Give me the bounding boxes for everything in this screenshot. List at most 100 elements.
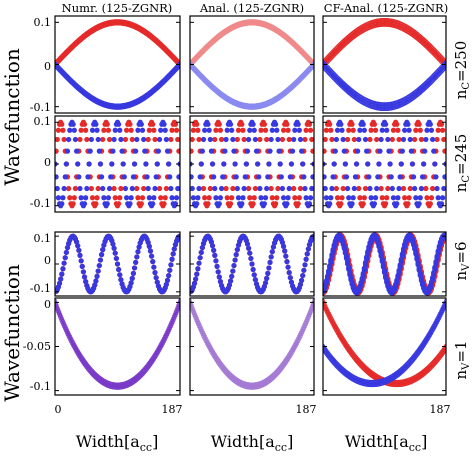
data-point-r3c1-s2	[168, 262, 174, 268]
data-point-r2c1-s2	[133, 148, 139, 154]
data-point-r2c2-s2	[212, 185, 218, 192]
data-point-r2c3-s2	[390, 195, 397, 201]
data-point-r2c1-s2	[62, 174, 68, 180]
data-point-r3c2-s2	[194, 271, 200, 277]
data-point-r2c2-s2	[289, 148, 296, 154]
data-point-r2c1-s1	[169, 127, 175, 133]
data-point-r2c3-s2	[378, 136, 384, 143]
data-point-r2c1-s2	[175, 185, 180, 192]
data-point-r3c2-s2	[300, 272, 306, 279]
data-point-r2c2-s1	[303, 127, 309, 133]
data-point-r2c2-s1	[190, 148, 194, 154]
data-point-r2c3-s1	[423, 185, 429, 192]
data-point-r2c3-s1	[372, 127, 379, 133]
data-point-r2c3-s2	[371, 201, 378, 207]
data-point-r3c3-s2	[398, 256, 404, 262]
data-point-r2c1-s1	[60, 127, 66, 133]
data-point-r2c2-s1	[269, 195, 275, 201]
data-point-r2c3-s2	[323, 174, 327, 180]
data-point-r1c3-s2	[323, 60, 325, 64]
column-title-1: Numr. (125-ZGNR)	[62, 1, 173, 15]
data-point-r2c1-s1	[156, 185, 163, 192]
data-point-r2c2-s2	[243, 161, 249, 167]
data-point-r3c3-s2	[400, 246, 407, 252]
data-point-r2c3-s2	[334, 127, 341, 133]
data-point-r3c2-s2	[286, 270, 292, 276]
panel-frame-r1c2	[189, 15, 315, 114]
data-point-r2c2-s2	[246, 136, 252, 143]
data-point-r2c1-s1	[88, 185, 94, 192]
data-point-r4c1-s1	[63, 325, 68, 329]
data-point-r2c3-s1	[385, 185, 391, 192]
data-point-r2c2-s1	[291, 185, 297, 192]
data-point-r2c3-s2	[355, 148, 361, 154]
data-point-r2c2-s2	[257, 185, 263, 192]
x-axis-title-1: Width[acc]	[76, 432, 159, 454]
data-point-r4c1-s1	[172, 312, 177, 317]
data-point-r2c2-s2	[227, 121, 234, 127]
data-point-r1c1-s2	[178, 61, 180, 66]
data-point-r3c3-s2	[393, 281, 399, 287]
data-point-r4c1-s1	[162, 336, 166, 341]
data-point-r2c1-s1	[163, 185, 169, 192]
data-point-r2c2-s1	[240, 127, 246, 133]
data-point-r2c2-s2	[209, 161, 216, 167]
data-point-r3c2-s2	[193, 276, 199, 282]
data-point-r4c1-s1	[140, 369, 145, 373]
data-point-r2c2-s1	[206, 195, 212, 201]
data-point-r2c3-s1	[329, 136, 335, 143]
data-point-r4c1-s1	[171, 314, 176, 319]
data-point-r2c3-s2	[417, 195, 423, 201]
row-label-2: nC=245	[452, 134, 472, 193]
data-point-r3c3-s2	[394, 277, 400, 283]
data-point-r2c3-s2	[375, 174, 381, 180]
y-tick-label-r1-a: 0.1	[34, 16, 52, 29]
data-point-r3c2-s2	[285, 264, 291, 270]
data-point-r2c2-s1	[251, 195, 257, 201]
data-point-r2c1-s2	[155, 148, 162, 154]
data-point-r3c1-s2	[59, 271, 65, 277]
data-point-r3c3-s2	[330, 246, 336, 253]
y-tick-label-r4-b: -0.05	[23, 340, 51, 353]
panel-plot-area-r2c1	[55, 119, 180, 209]
data-point-r4c1-s1	[164, 330, 169, 335]
data-point-r2c3-s2	[362, 136, 369, 143]
data-point-r2c3-s2	[328, 195, 334, 201]
data-point-r2c1-s2	[128, 195, 134, 201]
data-point-r3c3-s2	[359, 275, 365, 281]
data-point-r3c3-s2	[429, 275, 436, 281]
data-point-r3c2-s2	[250, 266, 256, 273]
column-title-3: CF-Anal. (125-ZGNR)	[324, 1, 448, 15]
data-point-r2c1-s1	[117, 195, 123, 201]
data-point-r2c1-s2	[173, 195, 180, 201]
data-point-r3c3-s2	[342, 248, 348, 254]
data-point-r3c1-s2	[92, 282, 98, 288]
data-point-r2c3-s2	[398, 161, 404, 167]
data-point-r2c1-s2	[156, 136, 163, 143]
data-point-r2c2-s1	[229, 195, 235, 201]
data-point-r2c1-s2	[144, 174, 150, 180]
data-point-r3c3-s2	[348, 274, 354, 281]
data-point-r2c3-s2	[340, 136, 346, 143]
data-point-r2c3-s2	[397, 174, 403, 180]
data-point-r3c1-s2	[93, 278, 99, 284]
data-point-r2c2-s2	[239, 201, 245, 207]
data-point-r2c1-s2	[111, 136, 117, 143]
data-point-r2c3-s2	[367, 185, 373, 192]
data-point-r2c2-s2	[310, 174, 314, 180]
data-point-r2c2-s2	[269, 127, 275, 133]
data-point-r3c2-s2	[230, 268, 236, 274]
data-point-r2c3-s2	[405, 121, 411, 127]
data-point-r2c1-s1	[81, 121, 88, 127]
data-point-r3c1-s2	[152, 270, 158, 276]
data-point-r2c2-s1	[250, 201, 256, 207]
data-point-r3c1-s2	[113, 255, 119, 262]
data-point-r2c1-s1	[145, 136, 151, 143]
data-point-r3c3-s2	[410, 240, 417, 246]
data-point-r3c3-s2	[376, 241, 382, 247]
data-point-r2c2-s2	[285, 195, 291, 201]
data-point-r2c1-s2	[98, 174, 105, 180]
panel-plot-area-r2c2	[190, 119, 314, 209]
data-point-r2c1-s2	[168, 185, 174, 192]
data-point-r3c2-s2	[264, 275, 270, 281]
